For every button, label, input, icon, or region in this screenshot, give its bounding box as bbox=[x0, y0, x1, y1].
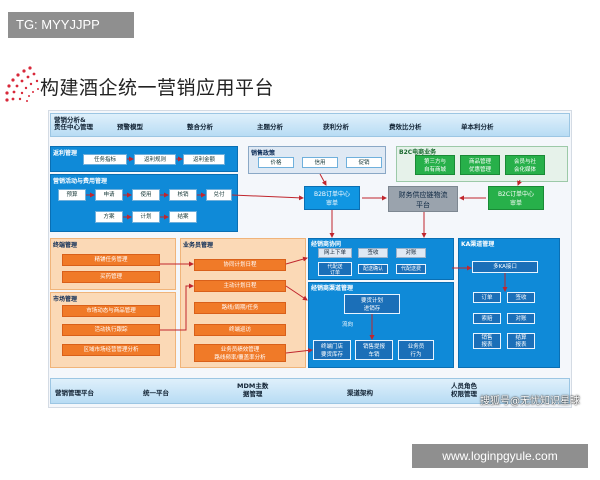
market-item: 区域市场经营管理分析 bbox=[62, 344, 160, 356]
channel-bottom-item: 业务员 行为 bbox=[398, 340, 434, 360]
ka-item: 结算 报表 bbox=[507, 333, 535, 349]
analysis-bar-head: 营销分析& 责任中心管理 bbox=[54, 116, 93, 131]
campaign-step: 核销 bbox=[169, 189, 197, 201]
sales-item: 主动计划日程 bbox=[194, 280, 286, 292]
arrow-line bbox=[160, 283, 194, 331]
b2b-order-center: B2B订单中心 审单 bbox=[304, 186, 360, 210]
terminal-title: 终端管理 bbox=[53, 242, 78, 249]
ka-item: 签收 bbox=[507, 292, 535, 303]
channel-bottom-item: 终端门店 要货库存 bbox=[313, 340, 351, 360]
decorative-dots-icon bbox=[5, 66, 39, 102]
ka-title: KA渠道管理 bbox=[461, 241, 495, 248]
b2c-title: B2C电商业务 bbox=[399, 149, 437, 156]
analysis-item: 费效比分析 bbox=[389, 123, 422, 131]
channel-title: 经销商渠道管理 bbox=[311, 285, 354, 292]
arrow-line bbox=[285, 285, 308, 301]
tg-badge: TG: MYYJJPP bbox=[8, 12, 134, 38]
market-item: 市场动态与商品管理 bbox=[62, 305, 160, 317]
b2c-item: 第三方与 自有商城 bbox=[415, 155, 455, 175]
rebate-item: 返利金额 bbox=[183, 154, 225, 165]
terminal-item: 买药管理 bbox=[62, 271, 160, 283]
ka-interface: 多KA接口 bbox=[472, 261, 538, 273]
ka-item: 索赔 bbox=[473, 313, 501, 324]
rebate-item: 任务指标 bbox=[83, 154, 127, 165]
platform-bar: 营销管理平台 统一平台 MDM主数 据管理 渠道架构 人员角色 权限管理 bbox=[50, 378, 570, 404]
campaign-step: 结案 bbox=[169, 211, 197, 223]
market-title: 市场管理 bbox=[53, 296, 78, 303]
analysis-item: 获利分析 bbox=[323, 123, 349, 131]
terminal-item: 精铺任务管理 bbox=[62, 254, 160, 266]
page-title: 构建酒企统一营销应用平台 bbox=[40, 77, 275, 99]
campaign-step: 申请 bbox=[95, 189, 123, 201]
analysis-item: 整合分析 bbox=[187, 123, 213, 131]
url-badge: www.loginpgyule.com bbox=[412, 444, 588, 468]
arrow-line bbox=[285, 256, 308, 265]
dealer-item: 代配送 订单 bbox=[318, 262, 352, 276]
dealer-item: 配送确认 bbox=[358, 264, 388, 274]
policy-item: 价格 bbox=[258, 157, 294, 168]
policy-item: 信用 bbox=[302, 157, 338, 168]
ka-item: 订单 bbox=[473, 292, 501, 303]
market-item: 活动执行跟踪 bbox=[62, 324, 160, 336]
dealer-item: 代配送费 bbox=[396, 264, 426, 274]
campaign-step: 方案 bbox=[95, 211, 123, 223]
channel-plan: 要货计划 进销存 bbox=[344, 294, 400, 314]
watermark-text: 搜狐号@无忧知识星球 bbox=[480, 396, 580, 407]
platform-item: MDM主数 据管理 bbox=[237, 382, 269, 398]
arrow-line bbox=[517, 179, 522, 186]
dealer-item: 签收 bbox=[358, 248, 388, 258]
rebate-title: 返利管理 bbox=[53, 150, 78, 157]
dealer-item: 网上下单 bbox=[318, 248, 352, 258]
policy-title: 销售政策 bbox=[251, 150, 276, 157]
sales-item: 协同计划日程 bbox=[194, 259, 286, 271]
campaign-step: 兑付 bbox=[206, 189, 232, 201]
b2c-item: 商品管理 优惠管理 bbox=[460, 155, 500, 175]
channel-flow-label: 流向 bbox=[342, 322, 354, 328]
campaign-title: 营销活动与费用管理 bbox=[53, 178, 108, 185]
finance-supply-platform: 财务供应链物流 平台 bbox=[388, 186, 458, 212]
arrow-line bbox=[319, 173, 327, 186]
dealer-title: 经销商协同 bbox=[311, 241, 342, 248]
arrow-line bbox=[285, 347, 313, 354]
platform-item: 渠道架构 bbox=[347, 389, 373, 397]
sales-title: 业务员管理 bbox=[183, 242, 214, 249]
campaign-step: 预算 bbox=[58, 189, 86, 201]
analysis-bar: 营销分析& 责任中心管理 预警模型 整合分析 主题分析 获利分析 费效比分析 单… bbox=[50, 113, 570, 137]
analysis-item: 单本利分析 bbox=[461, 123, 494, 131]
sales-item: 终端巡访 bbox=[194, 324, 286, 336]
ka-item: 对账 bbox=[507, 313, 535, 324]
arrow-line bbox=[231, 194, 304, 201]
sales-item: 业务员绩效管理 路线频率/覆盖率分析 bbox=[194, 344, 286, 362]
sales-item: 路线/周期/任务 bbox=[194, 302, 286, 314]
platform-item: 统一平台 bbox=[143, 389, 169, 397]
platform-item: 人员角色 权限管理 bbox=[451, 382, 477, 398]
platform-item: 营销管理平台 bbox=[55, 389, 94, 397]
b2c-order-center: B2C订单中心 审单 bbox=[488, 186, 544, 210]
rebate-item: 返利规则 bbox=[134, 154, 176, 165]
policy-item: 促销 bbox=[346, 157, 382, 168]
analysis-item: 预警模型 bbox=[117, 123, 143, 131]
ka-item: 销售 报表 bbox=[473, 333, 501, 349]
campaign-step: 使用 bbox=[132, 189, 160, 201]
campaign-step: 计划 bbox=[132, 211, 160, 223]
b2c-item: 会员与社 会化媒体 bbox=[505, 155, 545, 175]
analysis-item: 主题分析 bbox=[257, 123, 283, 131]
dealer-item: 对账 bbox=[396, 248, 426, 258]
channel-bottom-item: 销售提报 车销 bbox=[355, 340, 393, 360]
